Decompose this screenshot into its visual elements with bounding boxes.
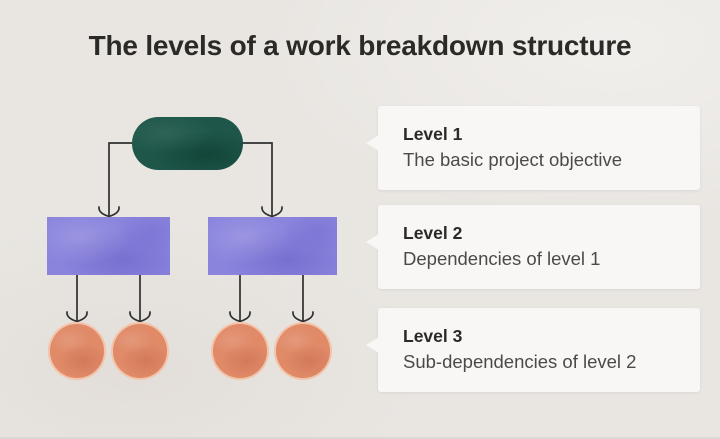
level3-node-1 — [48, 322, 106, 380]
callout-tail-icon — [366, 234, 379, 250]
connector-l1-right — [242, 142, 273, 220]
callout-tail-icon — [366, 135, 379, 151]
level2-node-right — [208, 217, 337, 275]
level2-callout-description: Dependencies of level 1 — [403, 248, 601, 269]
level3-callout-title: Level 3 — [403, 326, 463, 346]
level1-callout: Level 1 The basic project objective — [366, 106, 700, 190]
level3-node-3 — [211, 322, 269, 380]
level3-callout-description: Sub-dependencies of level 2 — [403, 351, 637, 372]
level1-callout-description: The basic project objective — [403, 149, 623, 170]
arrowhead-icon — [261, 206, 283, 218]
arrowhead-icon — [66, 311, 88, 323]
level2-node-left — [47, 217, 170, 275]
arrowhead-icon — [98, 206, 120, 218]
connector-l1-left — [108, 142, 133, 220]
arrowhead-icon — [229, 311, 251, 323]
level2-callout: Level 2 Dependencies of level 1 — [366, 205, 700, 289]
level1-node — [132, 117, 243, 170]
level3-callout: Level 3 Sub-dependencies of level 2 — [366, 308, 700, 392]
callout-tail-icon — [366, 337, 379, 353]
arrowhead-icon — [292, 311, 314, 323]
level2-callout-title: Level 2 — [403, 223, 463, 243]
level3-node-4 — [274, 322, 332, 380]
level1-callout-title: Level 1 — [403, 124, 463, 144]
level3-node-2 — [111, 322, 169, 380]
page-title: The levels of a work breakdown structure — [88, 30, 632, 61]
arrowhead-icon — [129, 311, 151, 323]
